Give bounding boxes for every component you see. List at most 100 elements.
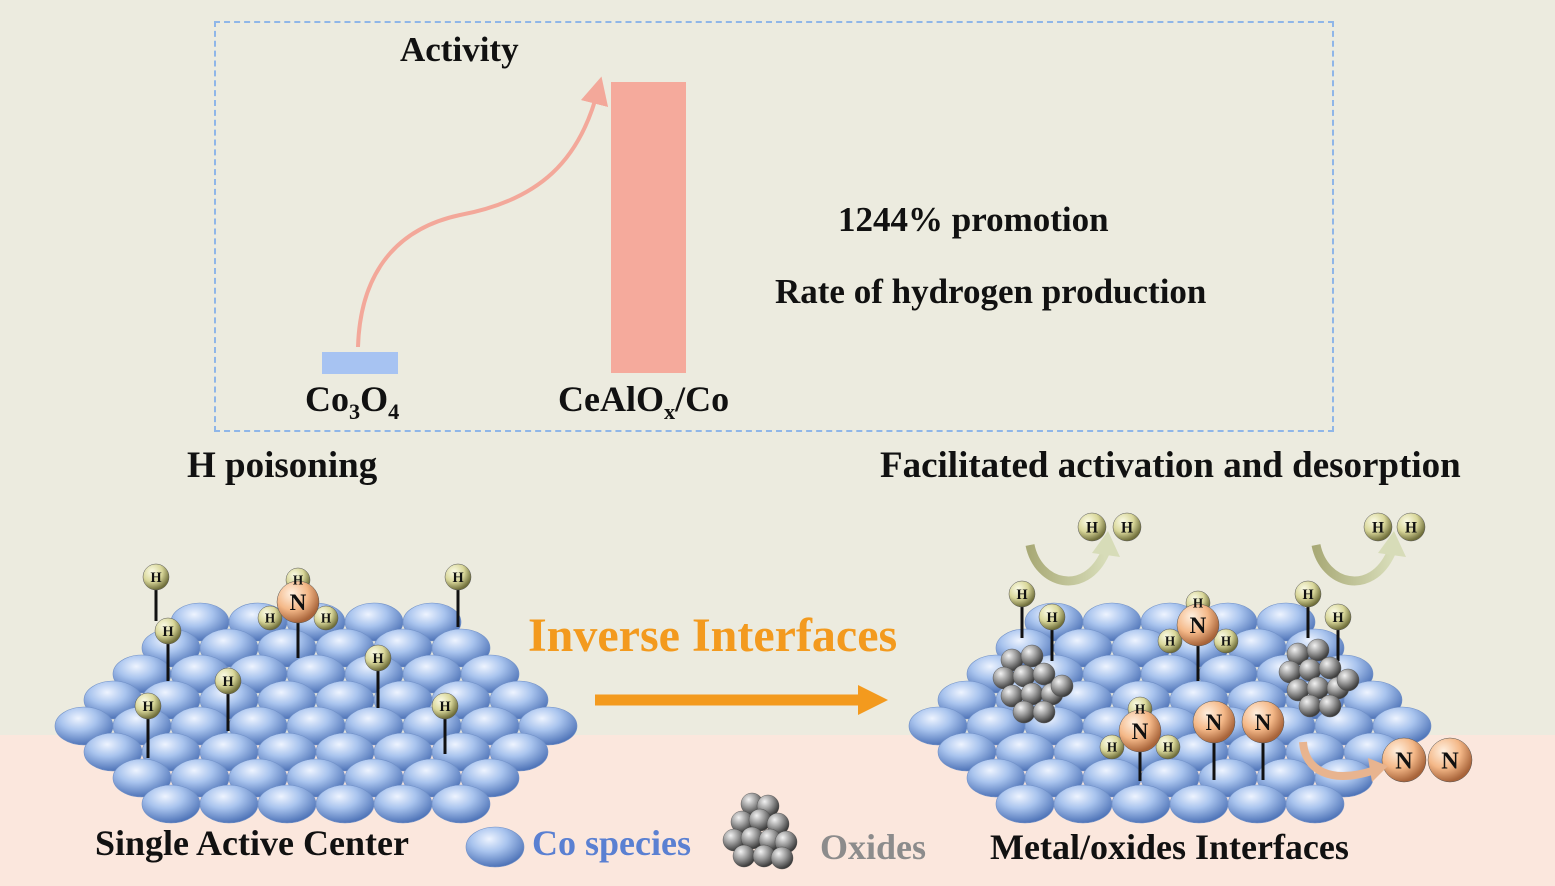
cat1-mid: O	[360, 379, 389, 419]
hydrogen-atom-label: H	[162, 624, 173, 640]
desorption-arrow	[1311, 543, 1396, 586]
nitrogen-atom	[1192, 700, 1236, 744]
hydrogen-atom	[1363, 512, 1393, 542]
hydrogen-atom	[1324, 603, 1352, 631]
co-particle	[995, 784, 1055, 824]
nitrogen-atom	[1241, 700, 1285, 744]
oxides-legend-icon	[770, 846, 794, 870]
oxide-atom	[1298, 694, 1322, 718]
nitrogen-atom-label: N	[1255, 709, 1272, 735]
hydrogen-atom	[1008, 580, 1036, 608]
hydrogen-atom	[1157, 628, 1183, 654]
nitrogen-atom-label: N	[1206, 709, 1223, 735]
oxide-atom	[1318, 656, 1342, 680]
single-active-center-label: Single Active Center	[95, 823, 409, 863]
co-particle	[257, 784, 317, 824]
oxide-atom	[1318, 694, 1342, 718]
co-particle	[141, 784, 201, 824]
hydrogen-atom-label: H	[1107, 740, 1118, 755]
bar-cealox-co	[611, 82, 686, 373]
desorption-arrow	[1025, 543, 1110, 586]
nitrogen-atom-label: N	[1441, 747, 1459, 774]
hydrogen-atom	[1099, 734, 1125, 760]
hydrogen-atom	[1077, 512, 1107, 542]
hydrogen-atom	[1294, 580, 1322, 608]
oxide-atom	[1336, 668, 1360, 692]
desorption-arrow-head	[1378, 531, 1406, 557]
hydrogen-atom-label: H	[372, 651, 383, 667]
hydrogen-atom-label: H	[452, 570, 463, 586]
cat1-base: Co	[305, 379, 349, 419]
oxides-legend-icon	[732, 844, 756, 868]
hydrogen-atom	[364, 644, 392, 672]
hydrogen-atom	[1213, 628, 1239, 654]
facilitated-label: Facilitated activation and desorption	[880, 445, 1461, 486]
co-particle	[373, 784, 433, 824]
hydrogen-atom	[257, 605, 283, 631]
hydrogen-atom	[431, 692, 459, 720]
hydrogen-atom	[134, 692, 162, 720]
co-particle	[1285, 784, 1345, 824]
hydrogen-atom-label: H	[150, 570, 161, 586]
hydrogen-atom	[1112, 512, 1142, 542]
oxide-atom	[1050, 674, 1074, 698]
hydrogen-atom	[1038, 603, 1066, 631]
hydrogen-atom-label: H	[1221, 634, 1232, 649]
cat1-sub2: 4	[388, 398, 400, 424]
nitrogen-atom-label: N	[1132, 718, 1149, 744]
hydrogen-atom	[214, 667, 242, 695]
h-poisoning-label: H poisoning	[187, 445, 378, 486]
cat2-tail: /Co	[675, 379, 730, 419]
n2-desorption-arrow	[1299, 741, 1377, 780]
left-co-surface	[54, 602, 578, 824]
hydrogen-atom-label: H	[1086, 519, 1098, 536]
hydrogen-atom-label: H	[1046, 610, 1057, 626]
hydrogen-atom-label: H	[321, 611, 332, 626]
category-label-co3o4: Co3O4	[305, 378, 399, 425]
chart-title: Activity	[400, 30, 519, 69]
hydrogen-atom-label: H	[1193, 596, 1204, 611]
oxide-atom	[1032, 662, 1056, 686]
hydrogen-atom	[142, 563, 170, 591]
hydrogen-atom	[1155, 734, 1181, 760]
oxide-atom	[1020, 644, 1044, 668]
molecules	[134, 512, 1473, 870]
hydrogen-atom-label: H	[1135, 702, 1146, 717]
co-species-label: Co species	[532, 823, 691, 863]
hydrogen-atom-label: H	[1405, 519, 1417, 536]
nitrogen-atom-label: N	[1190, 612, 1207, 638]
category-label-cealox-co: CeAlOx/Co	[558, 378, 729, 425]
hydrogen-atom-label: H	[222, 674, 233, 690]
hydrogen-atom-label: H	[1332, 610, 1343, 626]
cat2-sub: x	[663, 398, 676, 424]
hydrogen-atom	[313, 605, 339, 631]
hydrogen-atom-label: H	[439, 699, 450, 715]
oxides-label: Oxides	[820, 827, 927, 867]
oxide-atom	[1032, 700, 1056, 724]
hydrogen-atom-label: H	[1302, 587, 1313, 603]
hydrogen-atom-label: H	[265, 611, 276, 626]
chart-frame	[214, 21, 1334, 432]
hydrogen-atom	[1396, 512, 1426, 542]
nitrogen-atom	[1381, 737, 1427, 783]
nitrogen-atom-label: N	[1395, 747, 1413, 774]
nitrogen-atom	[276, 580, 320, 624]
bar-co3o4	[322, 352, 398, 374]
cat2-base: CeAlO	[558, 379, 664, 419]
n2-desorption-arrow-head	[1368, 758, 1388, 782]
hydrogen-atom-label: H	[1163, 740, 1174, 755]
desorption-arrow-head	[1092, 531, 1120, 557]
hydrogen-atom-label: H	[293, 573, 304, 588]
nitrogen-atom	[1427, 737, 1473, 783]
promotion-text: 1244% promotion	[838, 200, 1109, 239]
nitrogen-atom-label: N	[290, 589, 307, 615]
co-particle	[315, 784, 375, 824]
oxide-atom	[1012, 700, 1036, 724]
hydrogen-atom	[444, 563, 472, 591]
hydrogen-atom-label: H	[142, 699, 153, 715]
inverse-interfaces-label: Inverse Interfaces	[528, 609, 898, 662]
hydrogen-atom-label: H	[1372, 519, 1384, 536]
co-particle	[1111, 784, 1171, 824]
cat1-sub1: 3	[349, 398, 361, 424]
